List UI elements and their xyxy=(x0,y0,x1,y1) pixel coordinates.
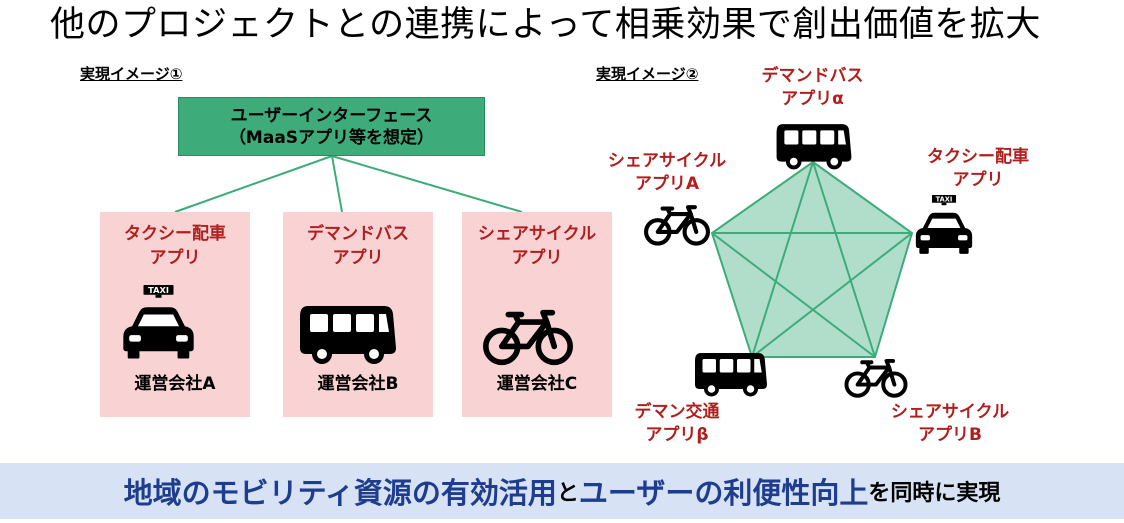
banner-part3: ユーザーの利便性向上 xyxy=(578,476,869,510)
node-label-share-cycle-a: シェアサイクル アプリA xyxy=(607,151,727,194)
panel-title-line1: タクシー配車 xyxy=(124,224,226,244)
taxi-icon: TAXI xyxy=(915,195,973,254)
node-label-demand-transport-beta: デマン交通 アプリβ xyxy=(634,402,720,445)
pentagon-diagonals xyxy=(711,161,913,358)
svg-text:TAXI: TAXI xyxy=(148,285,169,295)
company-name: 運営会社A xyxy=(134,374,216,394)
panel-title: デマンドバス アプリ xyxy=(283,222,433,270)
connector-b xyxy=(331,155,343,213)
panel-title-line2: アプリ xyxy=(149,248,201,268)
bus-icon xyxy=(695,353,767,397)
connector-a xyxy=(174,155,333,213)
taxi-icon: TAXI xyxy=(123,285,194,359)
connector-c xyxy=(331,155,523,213)
company-name: 運営会社C xyxy=(496,374,578,394)
company-name: 運営会社B xyxy=(317,374,399,394)
ui-box-line2: （MaaSアプリ等を想定） xyxy=(228,127,435,148)
user-interface-box: ユーザーインターフェース （MaaSアプリ等を想定） xyxy=(178,97,485,156)
bicycle-icon xyxy=(842,357,910,399)
page-title: 他のプロジェクトとの連携によって相乗効果で創出価値を拡大 xyxy=(50,5,1041,45)
node-label-taxi: タクシー配車 アプリ xyxy=(927,147,1029,190)
panel-title-line2: アプリ xyxy=(332,248,384,268)
panel-title: タクシー配車 アプリ xyxy=(100,222,250,270)
pentagon-outline xyxy=(710,160,914,358)
summary-banner: 地域のモビリティ資源の有効活用 と ユーザーの利便性向上 を同時に実現 xyxy=(0,463,1124,519)
svg-text:TAXI: TAXI xyxy=(936,195,953,203)
panel-title-line1: デマンドバス xyxy=(307,224,409,244)
panel-company-c: シェアサイクル アプリ 運営会社C xyxy=(462,212,612,417)
panel-title-line1: シェアサイクル xyxy=(477,224,597,244)
banner-part1: 地域のモビリティ資源の有効活用 xyxy=(123,476,557,510)
image2-label: 実現イメージ② xyxy=(596,65,699,83)
panel-title-line2: アプリ xyxy=(511,248,563,268)
panel-company-b: デマンドバス アプリ 運営会社B xyxy=(283,212,433,417)
node-label-demand-bus-alpha: デマンドバス アプリα xyxy=(761,66,864,109)
panel-company-a: タクシー配車 アプリ TAXI 運営会社A xyxy=(100,212,250,417)
bicycle-icon xyxy=(642,203,712,247)
ui-box-line1: ユーザーインターフェース xyxy=(230,105,433,126)
banner-part4: を同時に実現 xyxy=(868,481,1001,506)
bus-icon xyxy=(776,124,852,170)
tree-connectors xyxy=(174,155,523,213)
image1-label: 実現イメージ① xyxy=(80,65,183,83)
banner-part2: と xyxy=(556,481,579,506)
panel-title: シェアサイクル アプリ xyxy=(462,222,612,270)
node-label-share-cycle-b: シェアサイクル アプリB xyxy=(890,402,1010,445)
